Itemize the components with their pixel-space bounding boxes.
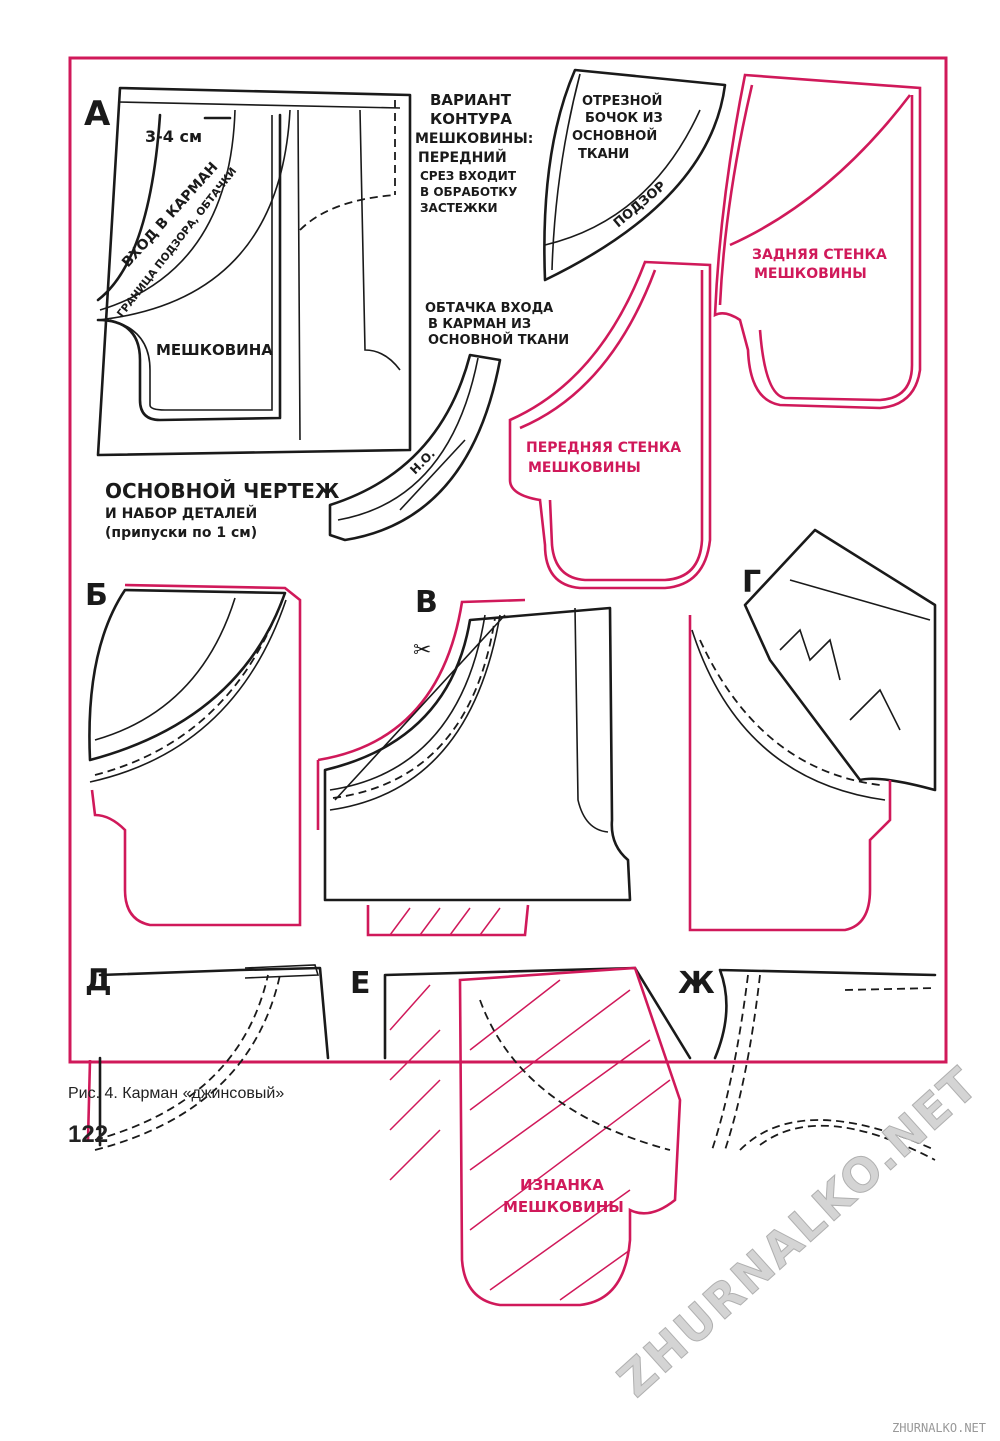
watermark-small: ZHURNALKO.NET	[892, 1421, 986, 1435]
svg-text:КОНТУРА: КОНТУРА	[430, 110, 512, 128]
svg-text:ПЕРЕДНИЙ: ПЕРЕДНИЙ	[418, 149, 507, 166]
label-inside-2: МЕШКОВИНЫ	[503, 1198, 624, 1216]
main-title: ОСНОВНОЙ ЧЕРТЕЖ	[105, 479, 340, 503]
panel-label-e: Е	[350, 966, 371, 1001]
main-subtitle-1: И НАБОР ДЕТАЛЕЙ	[105, 505, 257, 522]
svg-text:ОБТАЧКА ВХОДА: ОБТАЧКА ВХОДА	[425, 301, 553, 316]
panel-v-drawing	[316, 598, 632, 937]
svg-text:ЗАСТЕЖКИ: ЗАСТЕЖКИ	[420, 201, 498, 215]
back-wall-piece	[713, 73, 922, 410]
page-number: 122	[68, 1121, 109, 1148]
panel-label-a: А	[84, 94, 111, 134]
label-size: 3-4 см	[145, 127, 202, 146]
variant-note: ВАРИАНТ КОНТУРА МЕШКОВИНЫ: ПЕРЕДНИЙ СРЕЗ…	[415, 91, 533, 215]
panel-b-drawing	[88, 583, 302, 927]
label-front-wall-1: ПЕРЕДНЯЯ СТЕНКА	[526, 440, 681, 456]
panel-label-g: Г	[742, 565, 761, 600]
svg-text:МЕШКОВИНЫ:: МЕШКОВИНЫ:	[415, 131, 533, 147]
svg-text:СРЕЗ ВХОДИТ: СРЕЗ ВХОДИТ	[420, 169, 517, 183]
main-subtitle-2: (припуски по 1 см)	[105, 525, 257, 541]
front-wall-piece	[508, 260, 712, 590]
svg-text:ТКАНИ: ТКАНИ	[578, 147, 629, 162]
svg-text:В ОБРАБОТКУ: В ОБРАБОТКУ	[420, 185, 517, 199]
figure-caption: Рис. 4. Карман «джинсовый»	[68, 1085, 285, 1102]
svg-text:ВАРИАНТ: ВАРИАНТ	[430, 91, 512, 109]
panel-zh-drawing	[711, 968, 937, 1161]
panel-label-zh: Ж	[678, 966, 715, 1001]
svg-text:ОСНОВНОЙ ТКАНИ: ОСНОВНОЙ ТКАНИ	[428, 332, 569, 348]
panel-g-drawing	[688, 528, 937, 932]
label-back-wall-2: МЕШКОВИНЫ	[754, 266, 867, 282]
panel-e-drawing	[383, 966, 692, 1307]
svg-text:ОТРЕЗНОЙ: ОТРЕЗНОЙ	[582, 93, 662, 109]
label-back-wall-1: ЗАДНЯЯ СТЕНКА	[752, 247, 887, 263]
red-frame	[68, 56, 948, 1064]
panel-a-draft	[96, 86, 412, 457]
label-pocketing: МЕШКОВИНА	[156, 341, 273, 359]
svg-text:В КАРМАН ИЗ: В КАРМАН ИЗ	[428, 317, 531, 332]
panel-label-d: Д	[85, 963, 112, 998]
facing-label: ОБТАЧКА ВХОДА В КАРМАН ИЗ ОСНОВНОЙ ТКАНИ	[425, 301, 569, 348]
facing-piece	[328, 353, 502, 542]
side-piece	[543, 68, 727, 282]
side-piece-label: ОТРЕЗНОЙ БОЧОК ИЗ ОСНОВНОЙ ТКАНИ	[572, 93, 663, 162]
panel-label-b: Б	[85, 578, 108, 613]
label-grain: Н.О.	[407, 446, 438, 477]
svg-text:ОСНОВНОЙ: ОСНОВНОЙ	[572, 128, 657, 144]
panel-label-v: В	[415, 585, 438, 620]
scissors-icon: ✂	[413, 638, 431, 663]
svg-text:БОЧОК ИЗ: БОЧОК ИЗ	[585, 111, 663, 126]
label-inside-1: ИЗНАНКА	[520, 1176, 604, 1194]
panel-d-drawing	[86, 964, 330, 1151]
label-front-wall-2: МЕШКОВИНЫ	[528, 460, 641, 476]
